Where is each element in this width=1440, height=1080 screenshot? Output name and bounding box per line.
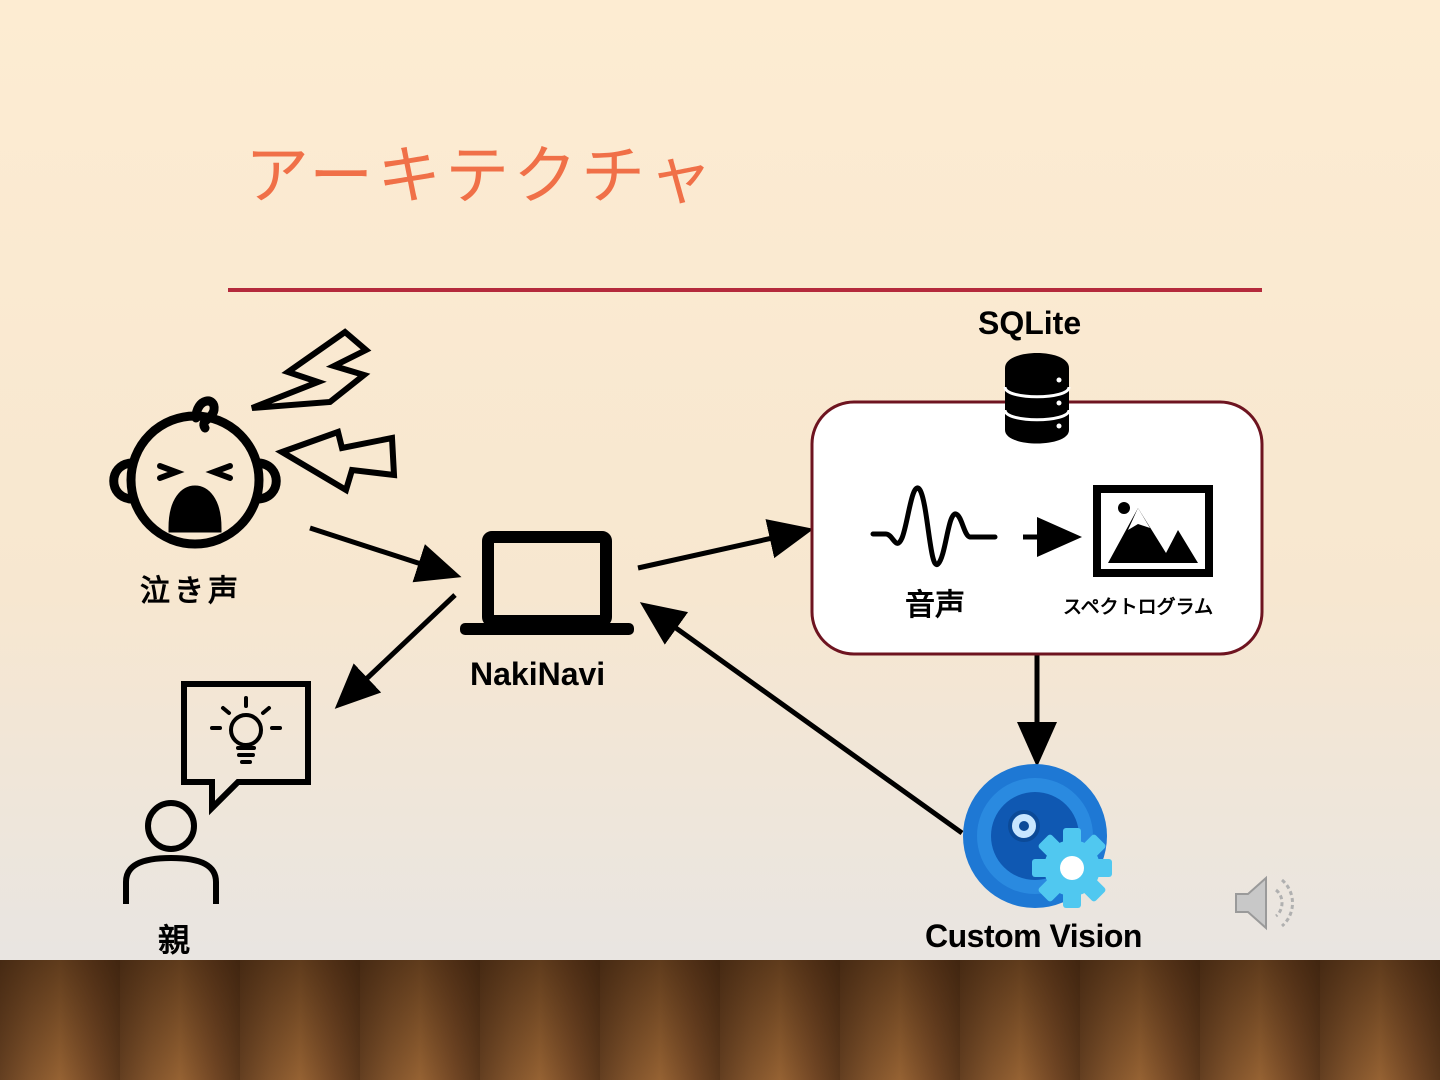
lightbulb-icon [210, 696, 282, 764]
person-icon [123, 800, 219, 904]
image-icon [1093, 485, 1213, 577]
arrow-cry-to-app [309, 525, 462, 583]
crying-label: 泣き声 [140, 574, 242, 609]
database-icon [1003, 353, 1071, 444]
title-rule [228, 288, 1262, 292]
arrow-cv-to-app [639, 602, 964, 836]
crying-baby-icon [109, 396, 281, 549]
lightning-icon [250, 328, 372, 411]
database-label: SQLite [978, 305, 1082, 341]
laptop-icon [460, 531, 634, 635]
custom-vision-icon [963, 764, 1112, 908]
slide-title: アーキテクチャ [245, 140, 717, 214]
parent-label: 親 [158, 921, 191, 959]
arrow-app-to-parent [334, 593, 457, 709]
waveform-icon [870, 485, 998, 567]
wood-floor-shade [0, 960, 1440, 1080]
audio-label: 音声 [905, 588, 965, 623]
arrow-app-to-db [637, 519, 814, 571]
custom-vision-label: Custom Vision [925, 918, 1142, 954]
speech-bubble-icon [181, 681, 311, 816]
speaker-icon[interactable] [1235, 875, 1294, 931]
app-label: NakiNavi [470, 656, 606, 692]
spectrogram-label: スペクトログラム [1063, 596, 1214, 618]
lightning-icon [274, 428, 398, 495]
